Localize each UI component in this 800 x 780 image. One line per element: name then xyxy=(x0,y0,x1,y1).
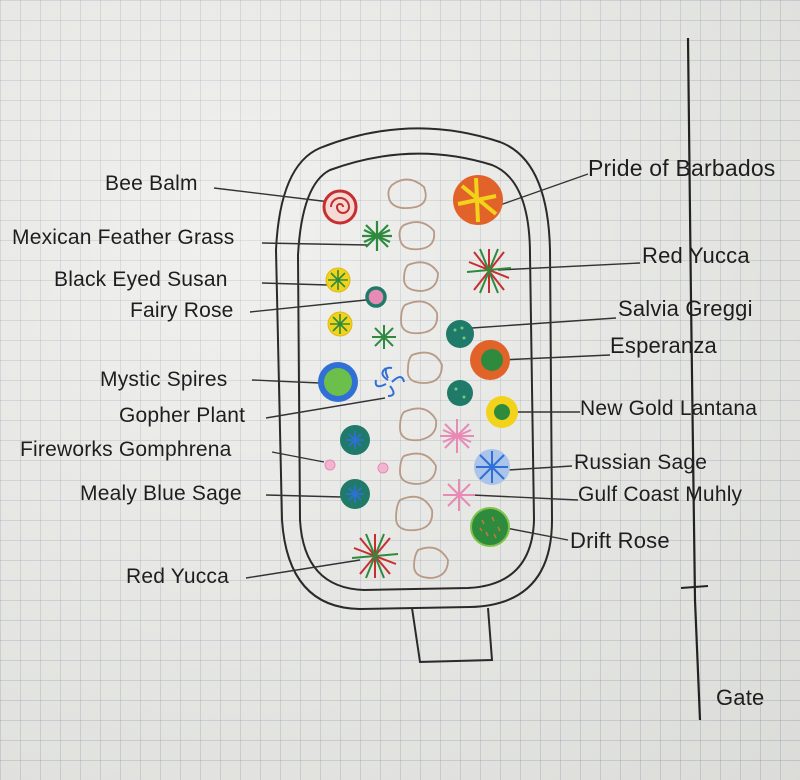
esperanza-plant xyxy=(470,340,510,380)
label-salvia-greggi: Salvia Greggi xyxy=(618,296,753,321)
leader-line xyxy=(251,379,321,384)
mystic-spires-plant xyxy=(318,362,358,402)
label-mexican-feather-grass: Mexican Feather Grass xyxy=(12,226,235,249)
stepping-stone xyxy=(406,351,443,384)
label-gulf-coast-muhly: Gulf Coast Muhly xyxy=(578,483,743,506)
mealy-blue-sage-plant xyxy=(340,425,370,455)
bee-balm-plant xyxy=(322,189,358,225)
leader-line xyxy=(249,299,367,313)
garden-bed-outer xyxy=(274,127,554,611)
label-russian-sage: Russian Sage xyxy=(574,451,708,474)
mexican-feather-grass-plant-small xyxy=(372,325,396,349)
mealy-blue-sage-plant xyxy=(340,479,370,509)
label-mystic-spires: Mystic Spires xyxy=(100,368,228,391)
leader-line xyxy=(265,397,386,419)
gulf-coast-muhly-plant xyxy=(440,419,474,453)
leader-line xyxy=(471,494,579,501)
stepping-stones xyxy=(387,178,449,579)
stepping-stone xyxy=(398,221,436,251)
label-new-gold-lantana: New Gold Lantana xyxy=(580,397,758,420)
garden-bed-inner xyxy=(296,152,536,592)
salvia-greggi-plant xyxy=(446,320,474,348)
gopher-plant xyxy=(374,366,405,397)
gulf-coast-muhly-plant xyxy=(443,479,475,511)
leader-line xyxy=(497,262,641,271)
label-bee-balm: Bee Balm xyxy=(105,172,198,195)
gate-tick-top xyxy=(680,585,709,589)
new-gold-lantana-plant xyxy=(486,396,518,428)
label-pride-of-barbados: Pride of Barbados xyxy=(588,155,776,181)
label-fireworks-gomphrena: Fireworks Gomphrena xyxy=(20,438,232,461)
leader-line xyxy=(499,173,589,206)
black-eyed-susan-plant xyxy=(325,267,351,293)
fireworks-gomphrena-plant xyxy=(324,459,336,471)
drift-rose-plant xyxy=(470,507,510,547)
stepping-stone xyxy=(387,178,427,210)
leader-line xyxy=(471,317,617,329)
stepping-stone xyxy=(400,300,439,335)
leader-lines xyxy=(213,173,641,579)
leader-line xyxy=(245,559,361,579)
salvia-greggi-plant-2 xyxy=(447,380,473,406)
fireworks-gomphrena-plant xyxy=(377,462,389,474)
stepping-stone xyxy=(395,495,434,532)
label-red-yucca-right: Red Yucca xyxy=(642,243,750,268)
fence-line xyxy=(686,37,702,721)
label-red-yucca-left: Red Yucca xyxy=(126,565,229,588)
entry-path xyxy=(411,607,494,664)
stepping-stone xyxy=(399,452,437,485)
stepping-stone xyxy=(403,261,439,292)
russian-sage-plant xyxy=(474,449,510,485)
mexican-feather-grass-plant xyxy=(362,221,392,251)
label-black-eyed-susan: Black Eyed Susan xyxy=(54,268,228,291)
stepping-stone xyxy=(413,546,449,579)
leader-line xyxy=(271,451,325,463)
label-esperanza: Esperanza xyxy=(610,333,717,358)
leader-line xyxy=(261,242,369,246)
label-drift-rose: Drift Rose xyxy=(570,528,670,553)
red-yucca-plant-left xyxy=(351,533,399,579)
label-gopher-plant: Gopher Plant xyxy=(119,404,246,427)
stepping-stone xyxy=(399,407,438,442)
leader-line xyxy=(499,354,611,361)
leader-line xyxy=(505,527,569,541)
leader-line xyxy=(265,494,343,498)
black-eyed-susan-plant xyxy=(327,311,353,337)
red-yucca-plant-right xyxy=(466,248,512,294)
fairy-rose-plant xyxy=(365,286,387,308)
pride-of-barbados-plant xyxy=(453,175,503,225)
leader-line xyxy=(261,282,329,286)
label-gate: Gate xyxy=(716,685,765,710)
label-fairy-rose: Fairy Rose xyxy=(130,299,234,322)
leader-line xyxy=(213,187,331,203)
label-mealy-blue-sage: Mealy Blue Sage xyxy=(80,482,242,505)
leader-line xyxy=(507,465,573,471)
